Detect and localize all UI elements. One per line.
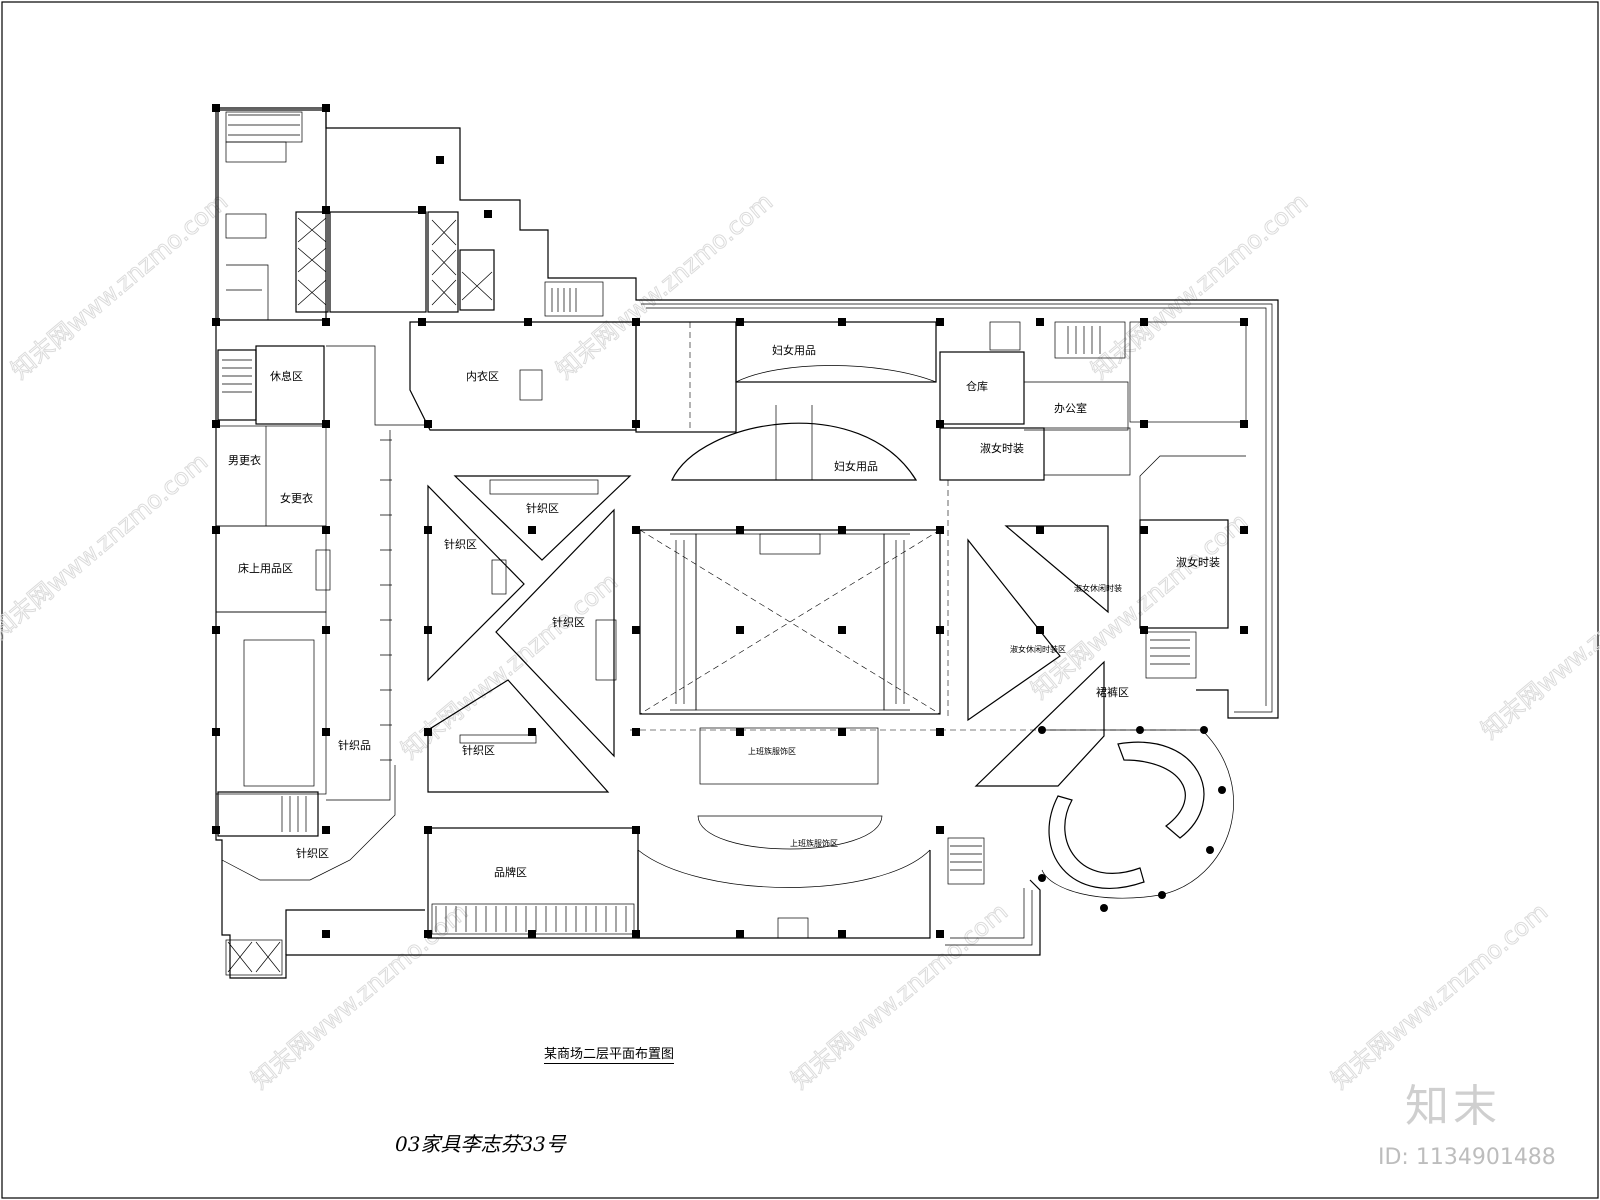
room-label-knit-zone-c: 针织区 xyxy=(552,615,585,629)
room-label-knit-zone-b: 针织区 xyxy=(444,537,477,551)
watermark-group: 知末网www.znzmo.com 知末网www.znzmo.com 知末网www… xyxy=(0,187,1600,1095)
central-atrium xyxy=(639,529,941,715)
watermark-logo: 知末 xyxy=(1405,1081,1501,1132)
author-note: 03家具李志芬33号 xyxy=(395,1132,566,1156)
structural-columns xyxy=(212,104,1248,938)
round-kiosk xyxy=(1041,729,1234,899)
watermark-id-label: ID: 1134901488 xyxy=(1378,1145,1556,1170)
triangle-islands xyxy=(427,475,632,793)
room-label-skirt-area: 裙裤区 xyxy=(1096,685,1129,699)
bottom-shops xyxy=(427,727,985,939)
room-label-underwear-area: 内衣区 xyxy=(466,369,499,383)
watermark-text: 知末网www.znzmo.com xyxy=(786,898,1013,1095)
watermark-text: 知末网www.znzmo.com xyxy=(1476,548,1600,745)
room-labels: 休息区 男更衣 女更衣 床上用品区 针织品 针织区 内衣区 妇女用品 妇女用品 … xyxy=(228,343,1220,879)
room-label-ladies-leisure-2: 淑女休闲时装区 xyxy=(1010,644,1066,654)
left-rooms xyxy=(215,345,426,801)
room-label-ladies-fashion-1: 淑女时装 xyxy=(980,441,1024,455)
outer-walls xyxy=(215,107,1279,979)
room-label-knitwear-left: 针织品 xyxy=(338,738,371,752)
room-label-boutique-area: 品牌区 xyxy=(494,865,527,879)
room-label-womens-goods-top: 妇女用品 xyxy=(772,343,816,357)
watermark-text: 知末网www.znzmo.com xyxy=(1326,898,1553,1095)
watermark-text: 知末网www.znzmo.com xyxy=(6,188,233,385)
right-islands xyxy=(967,455,1246,787)
room-label-apparel-upper: 上班族服饰区 xyxy=(748,746,796,756)
top-shops xyxy=(409,321,1247,481)
room-label-womens-fitting: 女更衣 xyxy=(280,491,313,505)
room-label-office: 办公室 xyxy=(1054,401,1087,415)
watermark-text: 知末网www.znzmo.com xyxy=(1086,188,1313,385)
watermark-text: 知末网www.znzmo.com xyxy=(0,448,213,645)
grid-lines xyxy=(630,480,1200,731)
watermark-text: 知末网www.znzmo.com xyxy=(551,188,778,385)
left-service-block xyxy=(217,109,604,976)
room-label-ladies-leisure-1: 淑女休闲时装 xyxy=(1074,583,1122,593)
room-label-womens-goods-arc: 妇女用品 xyxy=(834,459,878,473)
room-label-rest-area: 休息区 xyxy=(270,369,303,383)
room-label-knit-zone-d: 针织区 xyxy=(462,743,495,757)
room-label-knit-zone-a: 针织区 xyxy=(526,501,559,515)
room-label-ladies-fashion-2: 淑女时装 xyxy=(1176,555,1220,569)
room-label-apparel-lower: 上班族服饰区 xyxy=(790,838,838,848)
watermark-text: 知末网www.znzmo.com xyxy=(246,898,473,1095)
room-label-bedding-area: 床上用品区 xyxy=(238,561,293,575)
room-label-knitwear-bottom-left: 针织区 xyxy=(296,846,329,860)
room-label-mens-fitting: 男更衣 xyxy=(228,453,261,467)
drawing-title: 某商场二层平面布置图 xyxy=(544,1043,675,1064)
room-label-storage: 仓库 xyxy=(966,379,988,393)
